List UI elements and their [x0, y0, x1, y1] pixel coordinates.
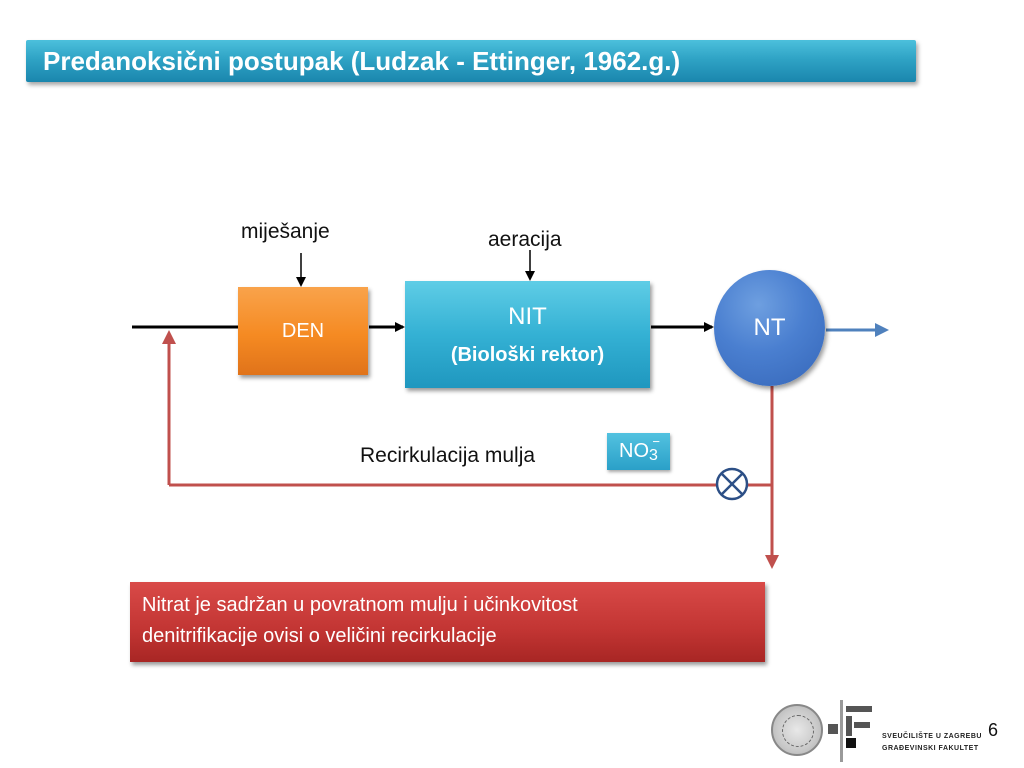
nitrate-formula-charge: −: [652, 434, 660, 449]
note-line-2: denitrifikacije ovisi o veličini recirku…: [142, 625, 497, 647]
nit-reactor: NIT (Biološki rektor): [405, 281, 650, 388]
nitrate-formula-main: NO: [619, 440, 650, 462]
nt-clarifier: NT: [714, 270, 825, 386]
recirculation-label: Recirkulacija mulja: [360, 444, 536, 467]
mixing-label: miješanje: [241, 220, 330, 243]
nit-sublabel: (Biološki rektor): [450, 344, 605, 366]
note-box: Nitrat je sadržan u povratnom mulju i uč…: [130, 582, 765, 662]
university-name: SVEUČILIŠTE U ZAGREBU: [882, 733, 982, 740]
den-tank: DEN: [238, 287, 368, 375]
valve-icon: [715, 467, 749, 501]
slide-title: Predanoksični postupak (Ludzak - Ettinge…: [43, 46, 681, 76]
nitrate-formula-subscript: 3: [649, 447, 658, 464]
title-bar: Predanoksični postupak (Ludzak - Ettinge…: [26, 40, 916, 82]
aeration-label: aeracija: [488, 228, 562, 251]
den-label: DEN: [281, 319, 325, 342]
faculty-name: GRAĐEVINSKI FAKULTET: [882, 745, 979, 752]
faculty-logo: [828, 700, 872, 762]
nit-label: NIT: [508, 303, 547, 330]
nt-label: NT: [753, 314, 786, 341]
university-seal-logo: [771, 704, 823, 756]
page-number: 6: [988, 720, 999, 740]
nitrate-badge: NO3−: [607, 433, 670, 470]
nitrate-formula: NO3−: [619, 434, 660, 464]
note-line-1: Nitrat je sadržan u povratnom mulju i uč…: [142, 594, 578, 616]
